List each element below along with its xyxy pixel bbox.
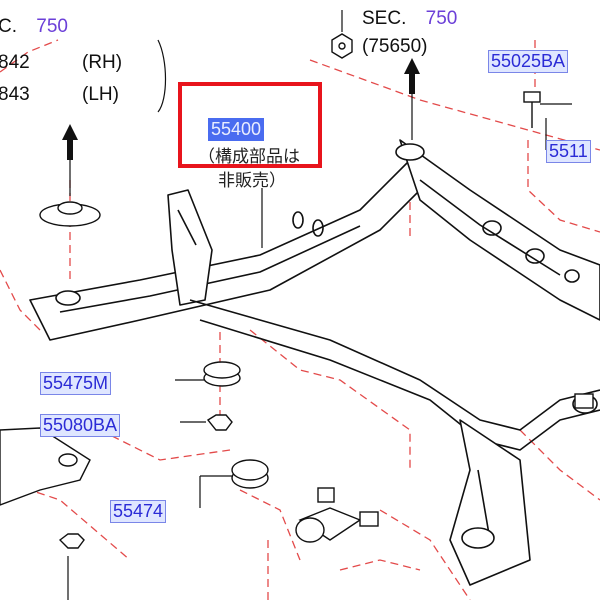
leader-lines	[67, 10, 572, 600]
side-lh: (LH)	[82, 84, 119, 105]
highlight-box	[178, 82, 322, 168]
part-842: 842	[0, 52, 30, 73]
section-label: SEC.	[362, 8, 407, 29]
part-55080BA-link[interactable]: 55080BA	[40, 414, 121, 437]
section-number: 750	[36, 16, 68, 37]
part-55400-link[interactable]: 55400	[208, 118, 265, 141]
note-parts-line2: 非販売）	[218, 171, 286, 191]
arrows	[62, 58, 420, 160]
part-5511-link[interactable]: 5511	[546, 140, 591, 163]
part-843: 843	[0, 84, 30, 105]
part-55474-link[interactable]: 55474	[110, 500, 167, 523]
section-ref-left: C. 750	[0, 16, 68, 38]
note-parts-line1: （構成部品は	[198, 147, 300, 167]
section-number: 750	[425, 8, 458, 29]
section-ref-code: (75650)	[362, 36, 428, 57]
side-rh: (RH)	[82, 52, 123, 73]
part-55025BA-link[interactable]: 55025BA	[488, 50, 569, 73]
section-ref-top: SEC. 750	[362, 8, 457, 30]
part-55475M-link[interactable]: 55475M	[40, 372, 112, 395]
section-label: C.	[0, 16, 17, 37]
subframe	[29, 139, 600, 586]
hardware	[0, 33, 594, 549]
